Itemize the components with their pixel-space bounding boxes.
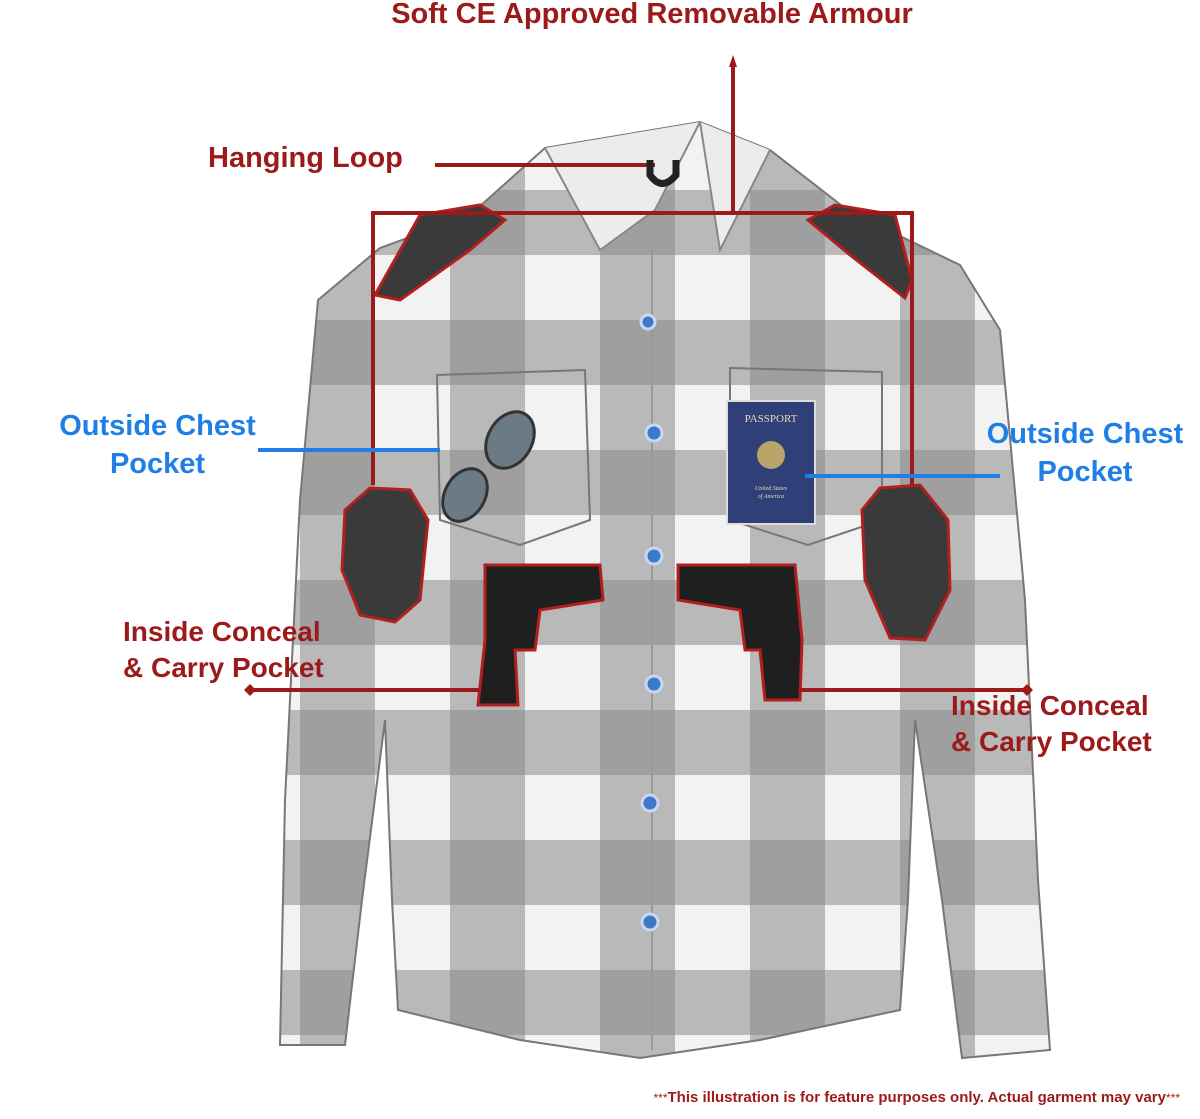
label-line: Pocket (109, 447, 206, 480)
sunglasses-icon (441, 410, 536, 523)
passport-icon: PASSPORT United States of America (726, 400, 816, 525)
passport-title: PASSPORT (745, 413, 798, 425)
disclaimer-suffix: *** (1165, 1091, 1180, 1105)
pistol-icons (476, 563, 804, 707)
svg-text:United States: United States (755, 486, 788, 492)
blue-leader-lines (258, 448, 1000, 478)
disclaimer-prefix: *** (653, 1091, 668, 1105)
armour-label: Soft CE Approved Removable Armour (391, 0, 913, 30)
left-chest-pocket (435, 368, 592, 547)
hanging-loop-label: Hanging Loop (208, 142, 403, 174)
inside-conceal-pocket-right-label: Inside Conceal & Carry Pocket (951, 688, 1152, 761)
buttons (639, 313, 664, 932)
svg-text:of America: of America (758, 493, 784, 500)
disclaimer-text: This illustration is for feature purpose… (667, 1089, 1166, 1106)
outside-chest-pocket-left-label: Outside Chest Pocket (50, 408, 265, 483)
hanging-loop-icon (646, 160, 680, 187)
red-leader-lines (250, 62, 1027, 692)
label-line: & Carry Pocket (123, 652, 324, 684)
label-line: & Carry Pocket (951, 726, 1152, 758)
inside-conceal-pocket-left-label: Inside Conceal & Carry Pocket (123, 614, 324, 687)
label-line: Inside Conceal (123, 616, 321, 647)
label-line: Pocket (1037, 455, 1133, 488)
disclaimer: ***This illustration is for feature purp… (654, 1088, 1181, 1108)
outside-chest-pocket-right-label: Outside Chest Pocket (975, 416, 1195, 491)
label-line: Outside Chest (59, 410, 256, 442)
label-line: Inside Conceal (951, 690, 1149, 721)
label-line: Outside Chest (986, 418, 1184, 450)
